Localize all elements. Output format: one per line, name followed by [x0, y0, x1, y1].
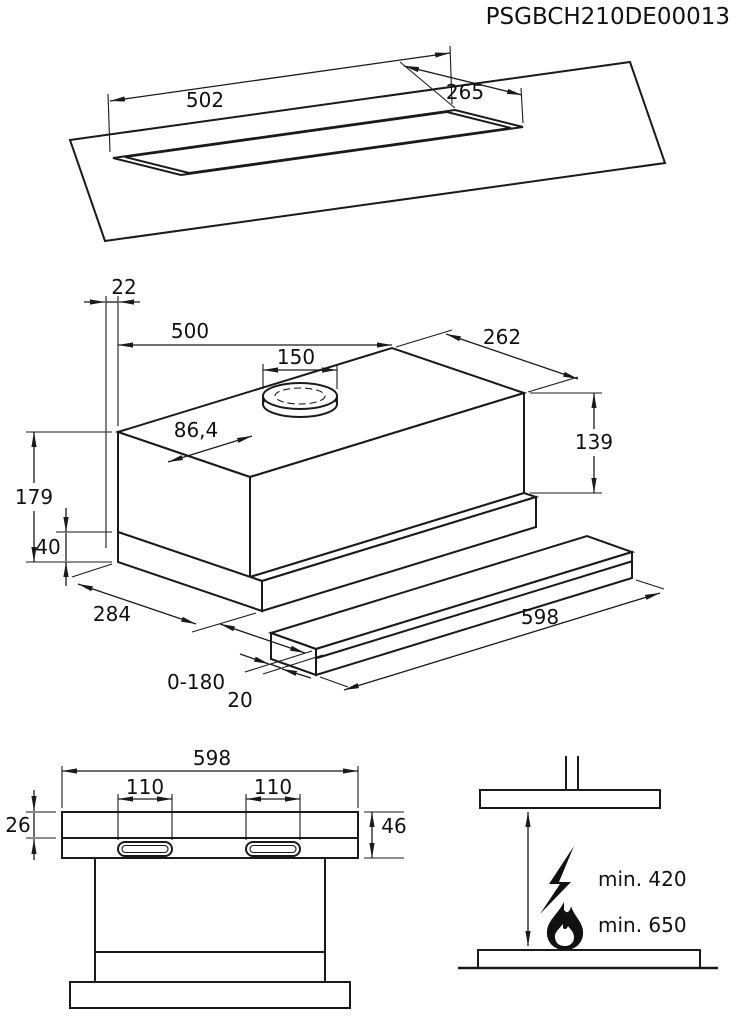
gas-clearance-label: min. 650 — [598, 913, 687, 937]
electric-clearance-label: min. 420 — [598, 867, 687, 891]
ext-line — [527, 376, 579, 393]
dim-line — [403, 65, 523, 96]
cabinet-base — [69, 981, 351, 1009]
lightning-icon — [540, 846, 574, 914]
dim-cutout-depth: 265 — [446, 80, 484, 104]
label-backplate — [12, 483, 56, 511]
figure-cutout-top-view: 502 265 — [68, 45, 667, 243]
dim-front-overall-width: 598 — [193, 746, 231, 770]
duct-hole-hidden-edge — [274, 387, 326, 405]
dim-total-height: 179 — [15, 485, 53, 509]
dim-line — [219, 623, 306, 654]
duct-outlet-rim — [262, 382, 338, 410]
figure-clearance-diagram: min. 420 min. 650 — [458, 756, 718, 970]
dim-body-depth: 262 — [483, 325, 521, 349]
dim-line — [445, 333, 579, 380]
drawing-code: PSGBCH210DE00013 — [486, 4, 730, 30]
dim-arrow-approach — [239, 653, 270, 665]
ext-line — [244, 650, 313, 673]
label-backplate — [572, 429, 616, 456]
dim-arrow-approach — [281, 668, 312, 679]
dim-body-height: 139 — [575, 430, 613, 454]
ext-line — [71, 563, 113, 578]
dim-top-strip-height: 26 — [5, 813, 30, 837]
dim-rear-offset: 22 — [111, 275, 136, 299]
grease-slot-left — [117, 841, 173, 857]
hood-side-profile — [479, 789, 661, 809]
hob-profile — [477, 949, 701, 969]
dim-slide-height: 40 — [35, 535, 60, 559]
dim-line — [269, 663, 282, 669]
ext-line — [635, 579, 665, 590]
dim-line — [109, 52, 451, 102]
ext-line — [191, 612, 257, 633]
flame-icon-inner — [554, 924, 574, 946]
dim-line — [343, 592, 661, 691]
dim-line — [167, 435, 253, 463]
grease-slot-right-inner — [249, 844, 297, 854]
dim-line — [77, 583, 197, 625]
ext-line — [319, 676, 349, 688]
dim-right-slot-width: 110 — [254, 775, 292, 799]
grease-slot-left-inner — [121, 844, 169, 854]
dim-total-depth: 284 — [93, 602, 131, 626]
slide-frame-left-face — [117, 530, 263, 613]
dim-handle-depth: 20 — [227, 688, 252, 712]
cutout-inner-edge — [124, 110, 512, 175]
visor-front-panel — [61, 811, 359, 859]
ext-line — [107, 93, 111, 153]
dim-duct-offset: 86,4 — [174, 418, 219, 442]
dim-cutout-width: 502 — [186, 88, 224, 112]
dim-duct-diameter: 150 — [277, 345, 315, 369]
dim-pullout-range: 0-180 — [167, 670, 225, 694]
grease-slot-right — [245, 841, 301, 857]
figure-hood-front-view: 598 110 110 26 46 — [5, 746, 407, 1009]
dim-front-width: 598 — [521, 605, 559, 629]
dim-left-slot-width: 110 — [126, 775, 164, 799]
dim-front-panel-height: 46 — [381, 814, 406, 838]
dim-body-width: 500 — [171, 319, 209, 343]
ext-line — [395, 329, 453, 348]
ext-line — [262, 654, 324, 675]
figure-hood-iso-view: 22 500 150 86,4 262 139 179 40 — [12, 275, 665, 712]
